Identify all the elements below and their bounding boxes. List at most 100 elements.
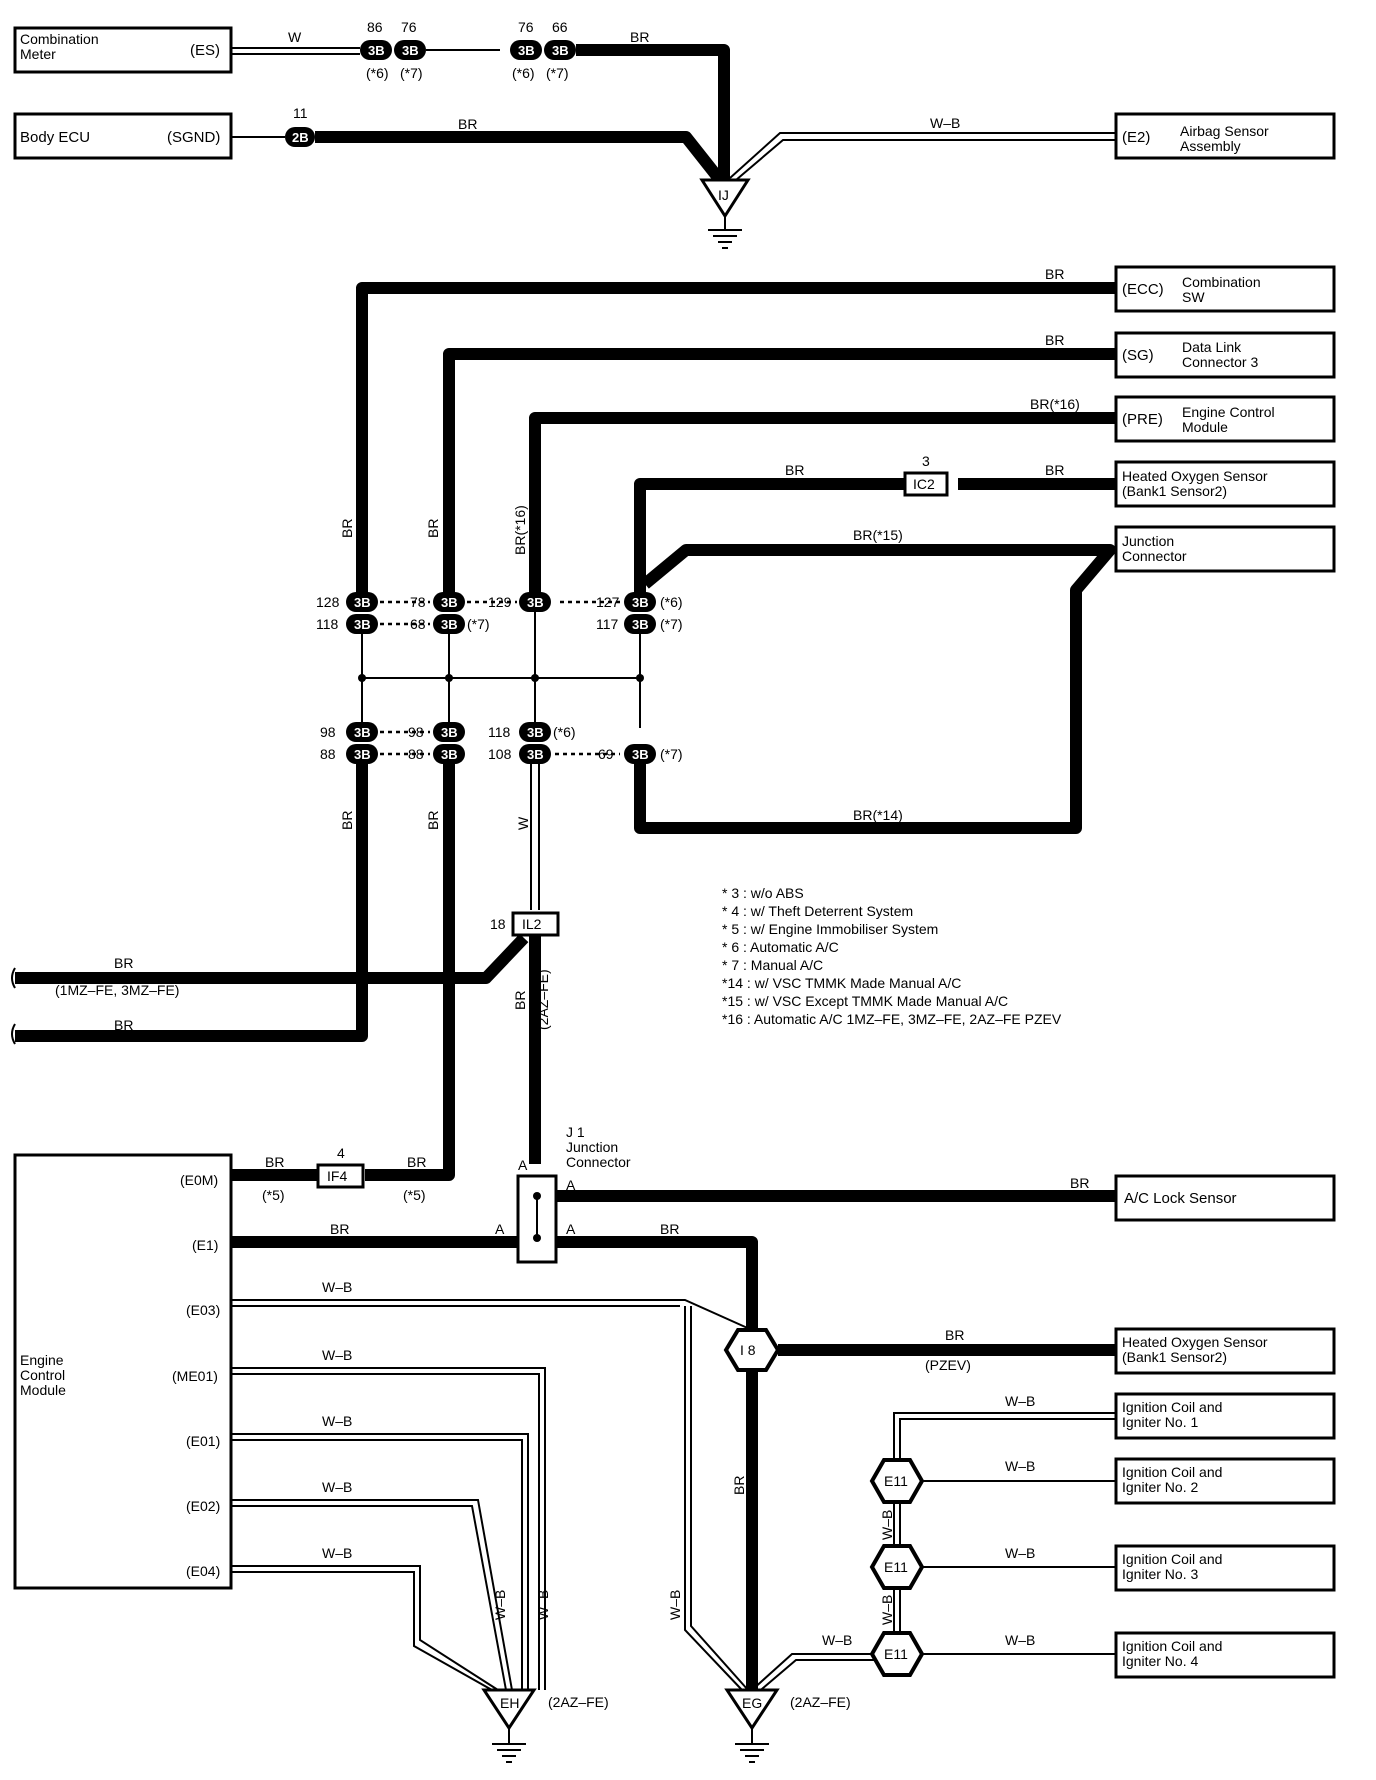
svg-text:W–B: W–B — [1005, 1393, 1035, 1409]
svg-text:BR: BR — [1045, 266, 1064, 282]
svg-text:W–B: W–B — [322, 1347, 352, 1363]
svg-text:(E01): (E01) — [186, 1433, 220, 1449]
connector-e11-3: E11 — [869, 1631, 925, 1677]
note-6b: (*6) — [512, 65, 535, 81]
svg-text:(*5): (*5) — [403, 1187, 426, 1203]
svg-text:W–B: W–B — [1005, 1545, 1035, 1561]
svg-text:W–B: W–B — [322, 1545, 352, 1561]
svg-text:W–B: W–B — [667, 1590, 683, 1620]
svg-text:(2AZ–FE): (2AZ–FE) — [790, 1694, 851, 1710]
svg-text:W–B: W–B — [1005, 1632, 1035, 1648]
note-2: * 4 : w/ Theft Deterrent System — [722, 903, 913, 919]
connector-3b-66: 3B — [544, 40, 576, 60]
svg-text:3B: 3B — [552, 43, 569, 58]
svg-text:78: 78 — [410, 594, 426, 610]
svg-text:3B: 3B — [527, 595, 544, 610]
svg-text:BR: BR — [425, 519, 441, 538]
connector-ic2: IC2 3 — [903, 453, 949, 497]
svg-text:IF4: IF4 — [327, 1168, 347, 1184]
svg-text:BR: BR — [660, 1221, 679, 1237]
connector-il2: IL2 18 — [490, 911, 560, 937]
svg-text:3B: 3B — [354, 747, 371, 762]
svg-text:W: W — [515, 816, 531, 830]
connectors-upper-row: 3B 3B 3B 3B 3B 3B 3B — [346, 592, 656, 634]
svg-text:BR: BR — [1045, 462, 1064, 478]
svg-text:W–B: W–B — [879, 1510, 895, 1540]
svg-text:(*6): (*6) — [660, 594, 683, 610]
svg-text:118: 118 — [316, 616, 339, 632]
footnotes: * 3 : w/o ABS * 4 : w/ Theft Deterrent S… — [722, 885, 1062, 1027]
svg-text:E11: E11 — [884, 1473, 908, 1489]
svg-text:W–B: W–B — [535, 1590, 551, 1620]
svg-text:E11: E11 — [884, 1646, 908, 1662]
pin-11: 11 — [293, 105, 308, 121]
svg-text:BR: BR — [425, 811, 441, 830]
svg-text:(2AZ–FE): (2AZ–FE) — [535, 969, 551, 1030]
note-6: *14 : w/ VSC TMMK Made Manual A/C — [722, 975, 961, 991]
svg-text:(E1): (E1) — [192, 1237, 218, 1253]
svg-text:(E0M): (E0M) — [180, 1172, 218, 1188]
wire-br-body: BR — [458, 116, 477, 132]
svg-text:(2AZ–FE): (2AZ–FE) — [548, 1694, 609, 1710]
svg-text:117: 117 — [596, 616, 619, 632]
svg-text:A: A — [566, 1221, 576, 1237]
svg-text:BR: BR — [114, 1017, 133, 1033]
svg-text:(*7): (*7) — [660, 616, 683, 632]
svg-text:BR: BR — [731, 1476, 747, 1495]
ground-eg: EG (2AZ–FE) — [724, 1688, 851, 1763]
ground-eh: EH (2AZ–FE) — [481, 1688, 609, 1763]
svg-text:88: 88 — [320, 746, 336, 762]
svg-text:3B: 3B — [441, 595, 458, 610]
svg-text:BR(*14): BR(*14) — [853, 807, 903, 823]
note-7: *15 : w/ VSC Except TMMK Made Manual A/C — [722, 993, 1008, 1009]
note-4: * 6 : Automatic A/C — [722, 939, 839, 955]
body-ecu-terminal: (SGND) — [167, 129, 220, 146]
svg-text:W–B: W–B — [879, 1595, 895, 1625]
svg-text:BR(*15): BR(*15) — [853, 527, 903, 543]
svg-text:BR: BR — [945, 1327, 964, 1343]
svg-text:BR: BR — [265, 1154, 284, 1170]
svg-text:3B: 3B — [632, 595, 649, 610]
svg-text:98: 98 — [408, 724, 424, 740]
svg-text:(*7): (*7) — [660, 746, 683, 762]
svg-text:69: 69 — [598, 746, 614, 762]
svg-text:BR: BR — [330, 1221, 349, 1237]
svg-text:W–B: W–B — [322, 1413, 352, 1429]
svg-text:3B: 3B — [354, 725, 371, 740]
pin-3: 3 — [922, 453, 930, 469]
svg-text:(*7): (*7) — [467, 616, 490, 632]
svg-text:129: 129 — [488, 594, 512, 610]
svg-text:3B: 3B — [632, 617, 649, 632]
wire-wb-airbag: W–B — [930, 115, 960, 131]
svg-text:BR: BR — [114, 955, 133, 971]
svg-text:68: 68 — [410, 616, 426, 632]
svg-text:(E03): (E03) — [186, 1302, 220, 1318]
svg-text:3B: 3B — [354, 595, 371, 610]
svg-text:3B: 3B — [368, 43, 385, 58]
ac-lock-sensor-box: A/C Lock Sensor — [1114, 1174, 1336, 1222]
ground-ij: IJ — [699, 178, 751, 249]
svg-text:3B: 3B — [354, 617, 371, 632]
connectors-lower-row: 3B 3B 3B 3B 3B 3B 3B — [346, 722, 656, 764]
svg-text:BR: BR — [407, 1154, 426, 1170]
svg-text:EG: EG — [742, 1695, 762, 1711]
svg-text:3B: 3B — [518, 43, 535, 58]
svg-text:18: 18 — [490, 916, 506, 932]
connector-e11-1: E11 — [869, 1458, 925, 1504]
svg-text:(PRE): (PRE) — [1122, 411, 1163, 428]
airbag-terminal: (E2) — [1122, 129, 1150, 146]
svg-text:BR(*16): BR(*16) — [512, 505, 528, 555]
connector-2b: 2B — [285, 127, 315, 147]
svg-text:3B: 3B — [441, 617, 458, 632]
